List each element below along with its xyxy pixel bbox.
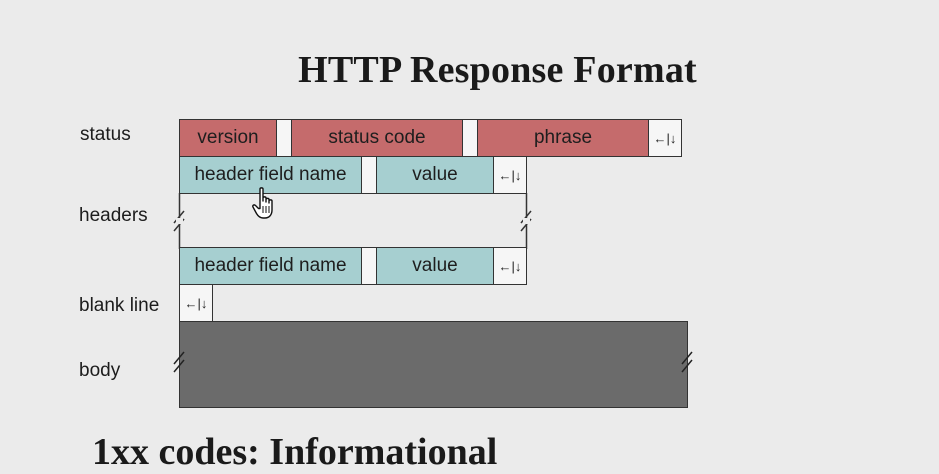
header-value: value — [376, 156, 494, 194]
header-field-name: header field name — [179, 247, 362, 285]
blank-line-crlf: ←|↓ — [179, 284, 213, 322]
header-value: value — [376, 247, 494, 285]
crlf-terminator: ←|↓ — [493, 156, 527, 194]
space-separator — [462, 119, 478, 157]
break-mark-icon — [173, 210, 185, 232]
status-code-field: status code — [291, 119, 463, 157]
elided-headers — [173, 193, 532, 249]
break-mark-icon — [173, 351, 185, 373]
colon-separator — [361, 247, 377, 285]
crlf-terminator: ←|↓ — [493, 247, 527, 285]
partially-visible-heading: 1xx codes: Informational — [92, 431, 498, 473]
label-headers: headers — [79, 205, 148, 226]
break-mark-icon — [681, 351, 693, 373]
crlf-terminator: ←|↓ — [648, 119, 682, 157]
phrase-field: phrase — [477, 119, 649, 157]
hand-pointer-icon — [252, 187, 273, 219]
label-status: status — [80, 124, 131, 145]
colon-separator — [361, 156, 377, 194]
version-field: version — [179, 119, 277, 157]
label-body: body — [79, 360, 121, 381]
space-separator — [276, 119, 292, 157]
header-field-name: header field name — [179, 156, 362, 194]
label-blank-line: blank line — [79, 295, 160, 316]
slide-title: HTTP Response Format — [298, 49, 697, 91]
body-break-marks — [173, 351, 693, 373]
break-mark-icon — [520, 210, 532, 232]
body-block — [179, 321, 688, 408]
